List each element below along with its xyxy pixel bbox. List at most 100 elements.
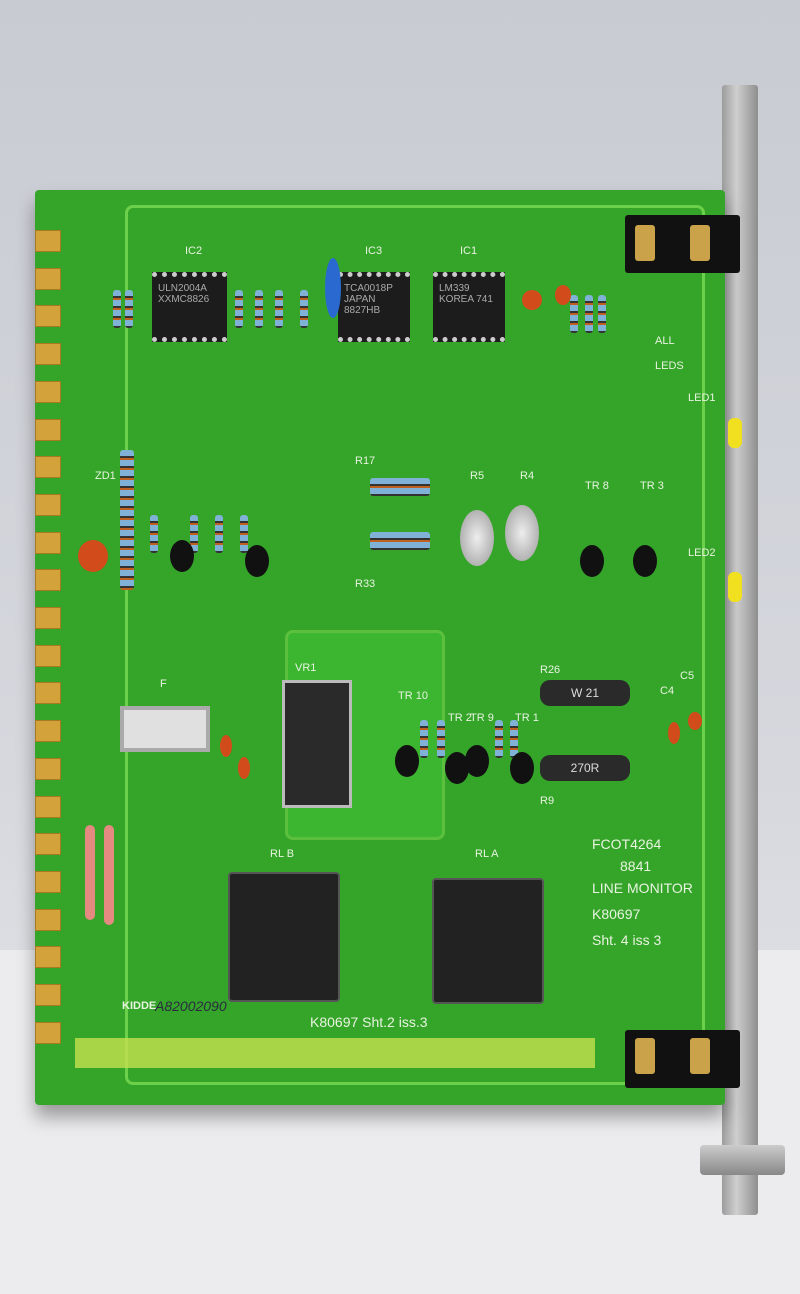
resistor xyxy=(300,290,308,328)
rl-b-label: RL B xyxy=(270,848,295,860)
gold-finger-contact xyxy=(35,833,61,856)
resistor xyxy=(104,825,114,925)
metal-can-transistor xyxy=(505,505,539,561)
front-panel xyxy=(722,85,758,1215)
capacitor xyxy=(555,285,571,305)
resistor xyxy=(370,532,430,550)
tr8-label: TR 8 xyxy=(585,480,609,492)
capacitor-c5 xyxy=(688,712,702,730)
pcb-trace xyxy=(125,205,705,1085)
relay-a xyxy=(432,878,544,1004)
led1-label: LED1 xyxy=(688,392,716,404)
ic3-label: IC3 xyxy=(365,245,383,257)
resistor xyxy=(570,295,578,333)
resistor xyxy=(235,290,243,328)
r33-label: R33 xyxy=(355,578,376,590)
resistor xyxy=(120,450,134,590)
ic1-label: IC1 xyxy=(460,245,478,257)
ic-marking: KOREA 741 xyxy=(439,294,493,305)
transistor xyxy=(580,545,604,577)
resistor xyxy=(190,515,198,553)
capacitor xyxy=(238,757,250,779)
c5-label: C5 xyxy=(680,670,695,682)
led2 xyxy=(728,572,742,602)
metal-can-transistor xyxy=(460,510,494,566)
capacitor xyxy=(220,735,232,757)
rl-a-label: RL A xyxy=(475,848,499,860)
handwritten-serial: A82002090 xyxy=(155,998,227,1014)
resistor xyxy=(255,290,263,328)
transistor xyxy=(465,745,489,777)
transistor xyxy=(633,545,657,577)
gold-finger-contact xyxy=(35,644,61,667)
resistor xyxy=(113,290,121,328)
gold-finger-contact xyxy=(35,720,61,743)
gold-finger-contact xyxy=(35,795,61,818)
title-block: FCOT4264 8841 LINE MONITOR K80697 Sht. 4… xyxy=(592,836,693,948)
capacitor xyxy=(522,290,542,310)
title-line: FCOT4264 xyxy=(592,836,662,852)
edge-connector xyxy=(35,230,63,1060)
gold-finger-contact xyxy=(35,230,61,252)
gold-finger-contact xyxy=(35,380,61,403)
gold-finger-contact xyxy=(35,305,61,328)
transistor xyxy=(510,752,534,784)
capacitor-c4 xyxy=(668,722,680,744)
brass-screw xyxy=(635,1038,655,1074)
all-leds-label: ALL xyxy=(655,335,675,347)
gold-finger-contact xyxy=(35,418,61,441)
blue-capacitor xyxy=(325,258,341,318)
gold-finger-contact xyxy=(35,757,61,780)
resistor xyxy=(585,295,593,333)
gold-finger-contact xyxy=(35,1021,61,1044)
resistor xyxy=(437,720,445,758)
panel-screw-knob xyxy=(700,1145,785,1175)
resistor xyxy=(215,515,223,553)
r4-label: R4 xyxy=(520,470,535,482)
resistor xyxy=(598,295,606,333)
resistor xyxy=(275,290,283,328)
yellow-coating-strip xyxy=(75,1038,595,1068)
ic-marking: LM339 xyxy=(439,283,470,294)
gold-finger-contact xyxy=(35,607,61,629)
transistor xyxy=(170,540,194,572)
r17-label: R17 xyxy=(355,455,376,467)
r9-label: R9 xyxy=(540,795,555,807)
top-mounting-clip xyxy=(625,215,740,273)
resistor xyxy=(240,515,248,553)
led2-label: LED2 xyxy=(688,547,716,559)
gold-finger-contact xyxy=(35,456,61,479)
transistor xyxy=(395,745,419,777)
resistor xyxy=(150,515,158,553)
tr2-label: TR 2 xyxy=(448,712,472,724)
vr1-label: VR1 xyxy=(295,662,317,674)
bottom-mounting-clip xyxy=(625,1030,740,1088)
gold-finger-contact xyxy=(35,682,61,705)
r26-label: R26 xyxy=(540,664,561,676)
gold-finger-contact xyxy=(35,870,61,893)
gold-finger-contact xyxy=(35,946,61,969)
power-resistor: W 21 xyxy=(540,680,630,706)
transistor xyxy=(245,545,269,577)
ic-marking: TCA0018P xyxy=(344,283,393,294)
ic-marking: XXMC8826 xyxy=(158,294,210,305)
gold-finger-contact xyxy=(35,531,61,554)
resistor xyxy=(370,478,430,496)
sheet-label: K80697 Sht.2 iss.3 xyxy=(310,1014,428,1030)
tr1-label: TR 1 xyxy=(515,712,539,724)
resistor xyxy=(510,720,518,758)
power-resistor: 270R xyxy=(540,755,630,781)
ic-marking: JAPAN 8827HB xyxy=(344,294,381,316)
ic2-label: IC2 xyxy=(185,245,203,257)
title-line: K80697 xyxy=(592,906,641,922)
led1 xyxy=(728,418,742,448)
ic-marking: ULN2004A xyxy=(158,283,207,294)
tr9-label: TR 9 xyxy=(470,712,494,724)
capacitor xyxy=(78,540,108,572)
gold-finger-contact xyxy=(35,493,61,516)
resistor xyxy=(125,290,133,328)
brass-screw xyxy=(635,225,655,261)
brass-screw xyxy=(690,225,710,261)
